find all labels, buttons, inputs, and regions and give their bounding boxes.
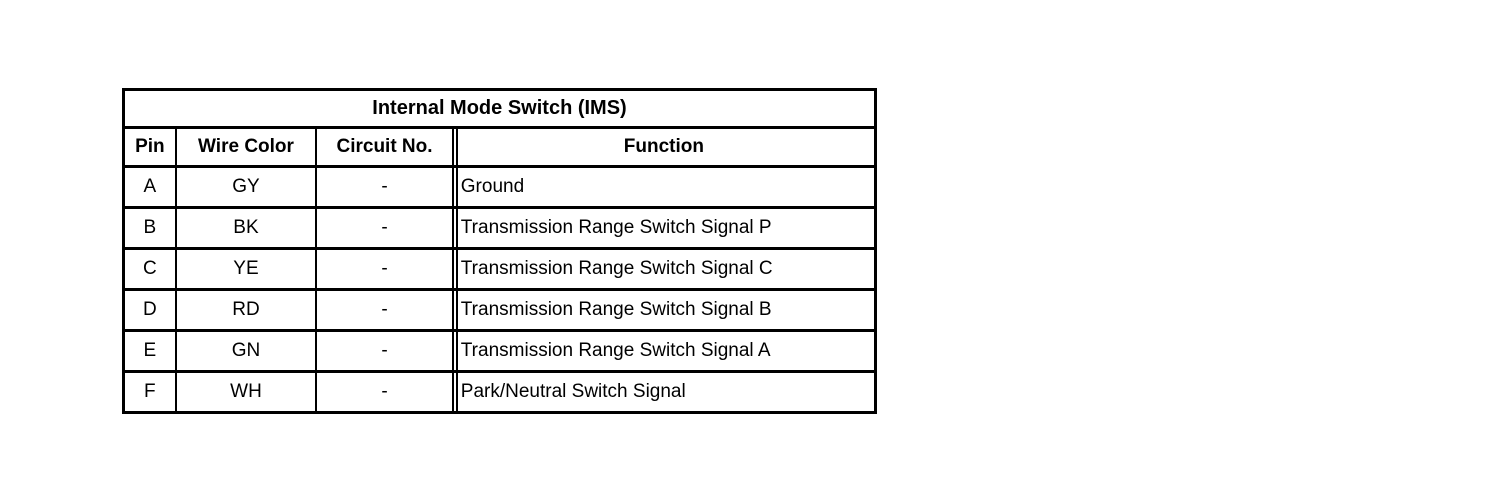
cell-wire-color: BK (175, 207, 320, 250)
table-row: A GY - Ground (125, 166, 874, 209)
cell-wire-color: GY (175, 166, 320, 209)
table-body: Internal Mode Switch (IMS) Pin Wire Colo… (125, 91, 874, 411)
table-header-row: Pin Wire Color Circuit No. Function (125, 127, 874, 168)
cell-circuit-no: - (316, 207, 457, 250)
cell-pin: E (125, 330, 180, 373)
cell-circuit-no: - (316, 330, 457, 373)
cell-function: Ground (452, 166, 874, 209)
table-row: C YE - Transmission Range Switch Signal … (125, 248, 874, 291)
cell-circuit-no: - (316, 371, 457, 411)
cell-wire-color: YE (175, 248, 320, 291)
cell-function: Park/Neutral Switch Signal (452, 371, 874, 411)
table-row: D RD - Transmission Range Switch Signal … (125, 289, 874, 332)
cell-circuit-no: - (316, 248, 457, 291)
cell-wire-color: GN (175, 330, 320, 373)
column-header-circuit-no: Circuit No. (316, 127, 457, 168)
column-header-pin: Pin (125, 127, 180, 168)
cell-pin: B (125, 207, 180, 250)
cell-function: Transmission Range Switch Signal C (452, 248, 874, 291)
table-title-row: Internal Mode Switch (IMS) (125, 91, 874, 129)
table-row: E GN - Transmission Range Switch Signal … (125, 330, 874, 373)
cell-function: Transmission Range Switch Signal B (452, 289, 874, 332)
table-row: F WH - Park/Neutral Switch Signal (125, 371, 874, 411)
ims-connector-table-container: Internal Mode Switch (IMS) Pin Wire Colo… (122, 88, 877, 414)
cell-wire-color: WH (175, 371, 320, 411)
cell-circuit-no: - (316, 289, 457, 332)
cell-pin: D (125, 289, 180, 332)
cell-function: Transmission Range Switch Signal A (452, 330, 874, 373)
column-header-wire-color: Wire Color (175, 127, 320, 168)
cell-pin: A (125, 166, 180, 209)
ims-connector-table: Internal Mode Switch (IMS) Pin Wire Colo… (122, 88, 877, 414)
table-title: Internal Mode Switch (IMS) (125, 91, 874, 129)
cell-pin: F (125, 371, 180, 411)
cell-pin: C (125, 248, 180, 291)
cell-wire-color: RD (175, 289, 320, 332)
column-header-function: Function (452, 127, 874, 168)
cell-circuit-no: - (316, 166, 457, 209)
table-row: B BK - Transmission Range Switch Signal … (125, 207, 874, 250)
cell-function: Transmission Range Switch Signal P (452, 207, 874, 250)
